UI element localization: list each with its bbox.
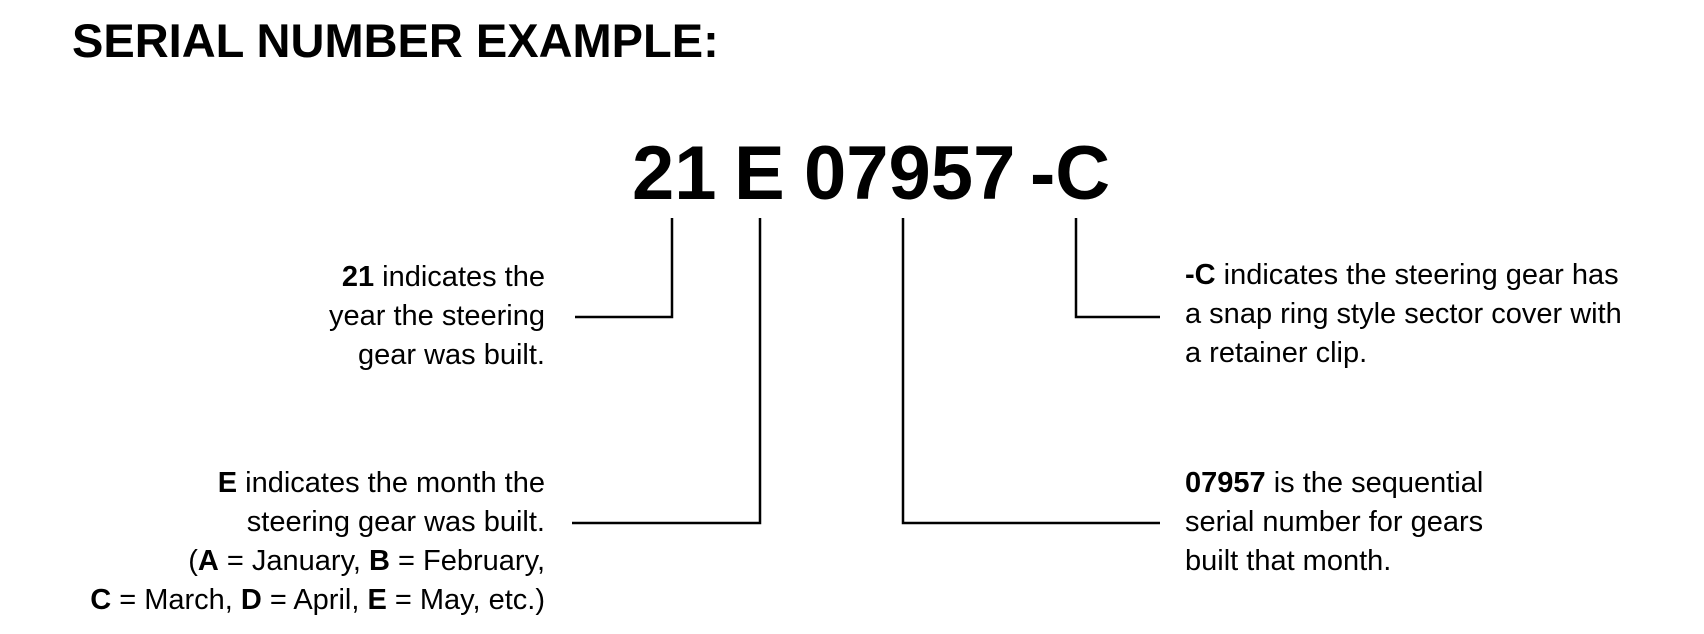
serial-year-code: 21 [632,131,717,216]
month-note-line-4: C = March, D = April, E = May, etc.) [90,584,545,616]
sequence-note-line-2: serial number for gears [1185,506,1484,538]
serial-sequence-code: 07957 [804,131,1016,216]
year-note-line-3: gear was built. [358,339,545,371]
suffix-leader-line [1074,218,1160,319]
diagram-title: SERIAL NUMBER EXAMPLE: [72,14,719,67]
month-note-line-3: (A = January, B = February, [188,545,545,577]
month-note-code: E [217,467,238,499]
month-note-line-1: E indicates the month the [217,467,545,499]
suffix-note: -C indicates the steering gear has a sna… [1185,256,1622,373]
month-leader-line [572,218,762,525]
serial-suffix-code: -C [1030,131,1111,216]
year-leader-line [575,218,674,319]
month-note-line-2: steering gear was built. [246,506,545,538]
serial-month-code: E [734,131,785,216]
sequence-note-code: 07957 [1185,467,1266,499]
year-note-line-1: 21 indicates the [341,261,545,293]
suffix-note-code: -C [1185,259,1216,291]
year-note: 21 indicates the year the steering gear … [329,258,545,375]
suffix-note-line-1: -C indicates the steering gear has [1185,259,1619,291]
year-note-code: 21 [341,261,375,293]
suffix-note-line-3: a retainer clip. [1185,337,1368,369]
sequence-note-line-1: 07957 is the sequential [1185,467,1484,499]
sequence-note: 07957 is the sequential serial number fo… [1185,464,1483,581]
month-note: E indicates the month the steering gear … [90,464,545,620]
suffix-note-line-2: a snap ring style sector cover with [1185,298,1622,330]
sequence-note-line-3: built that month. [1185,545,1392,577]
sequence-leader-line [901,218,1160,525]
year-note-line-2: year the steering [328,300,545,332]
